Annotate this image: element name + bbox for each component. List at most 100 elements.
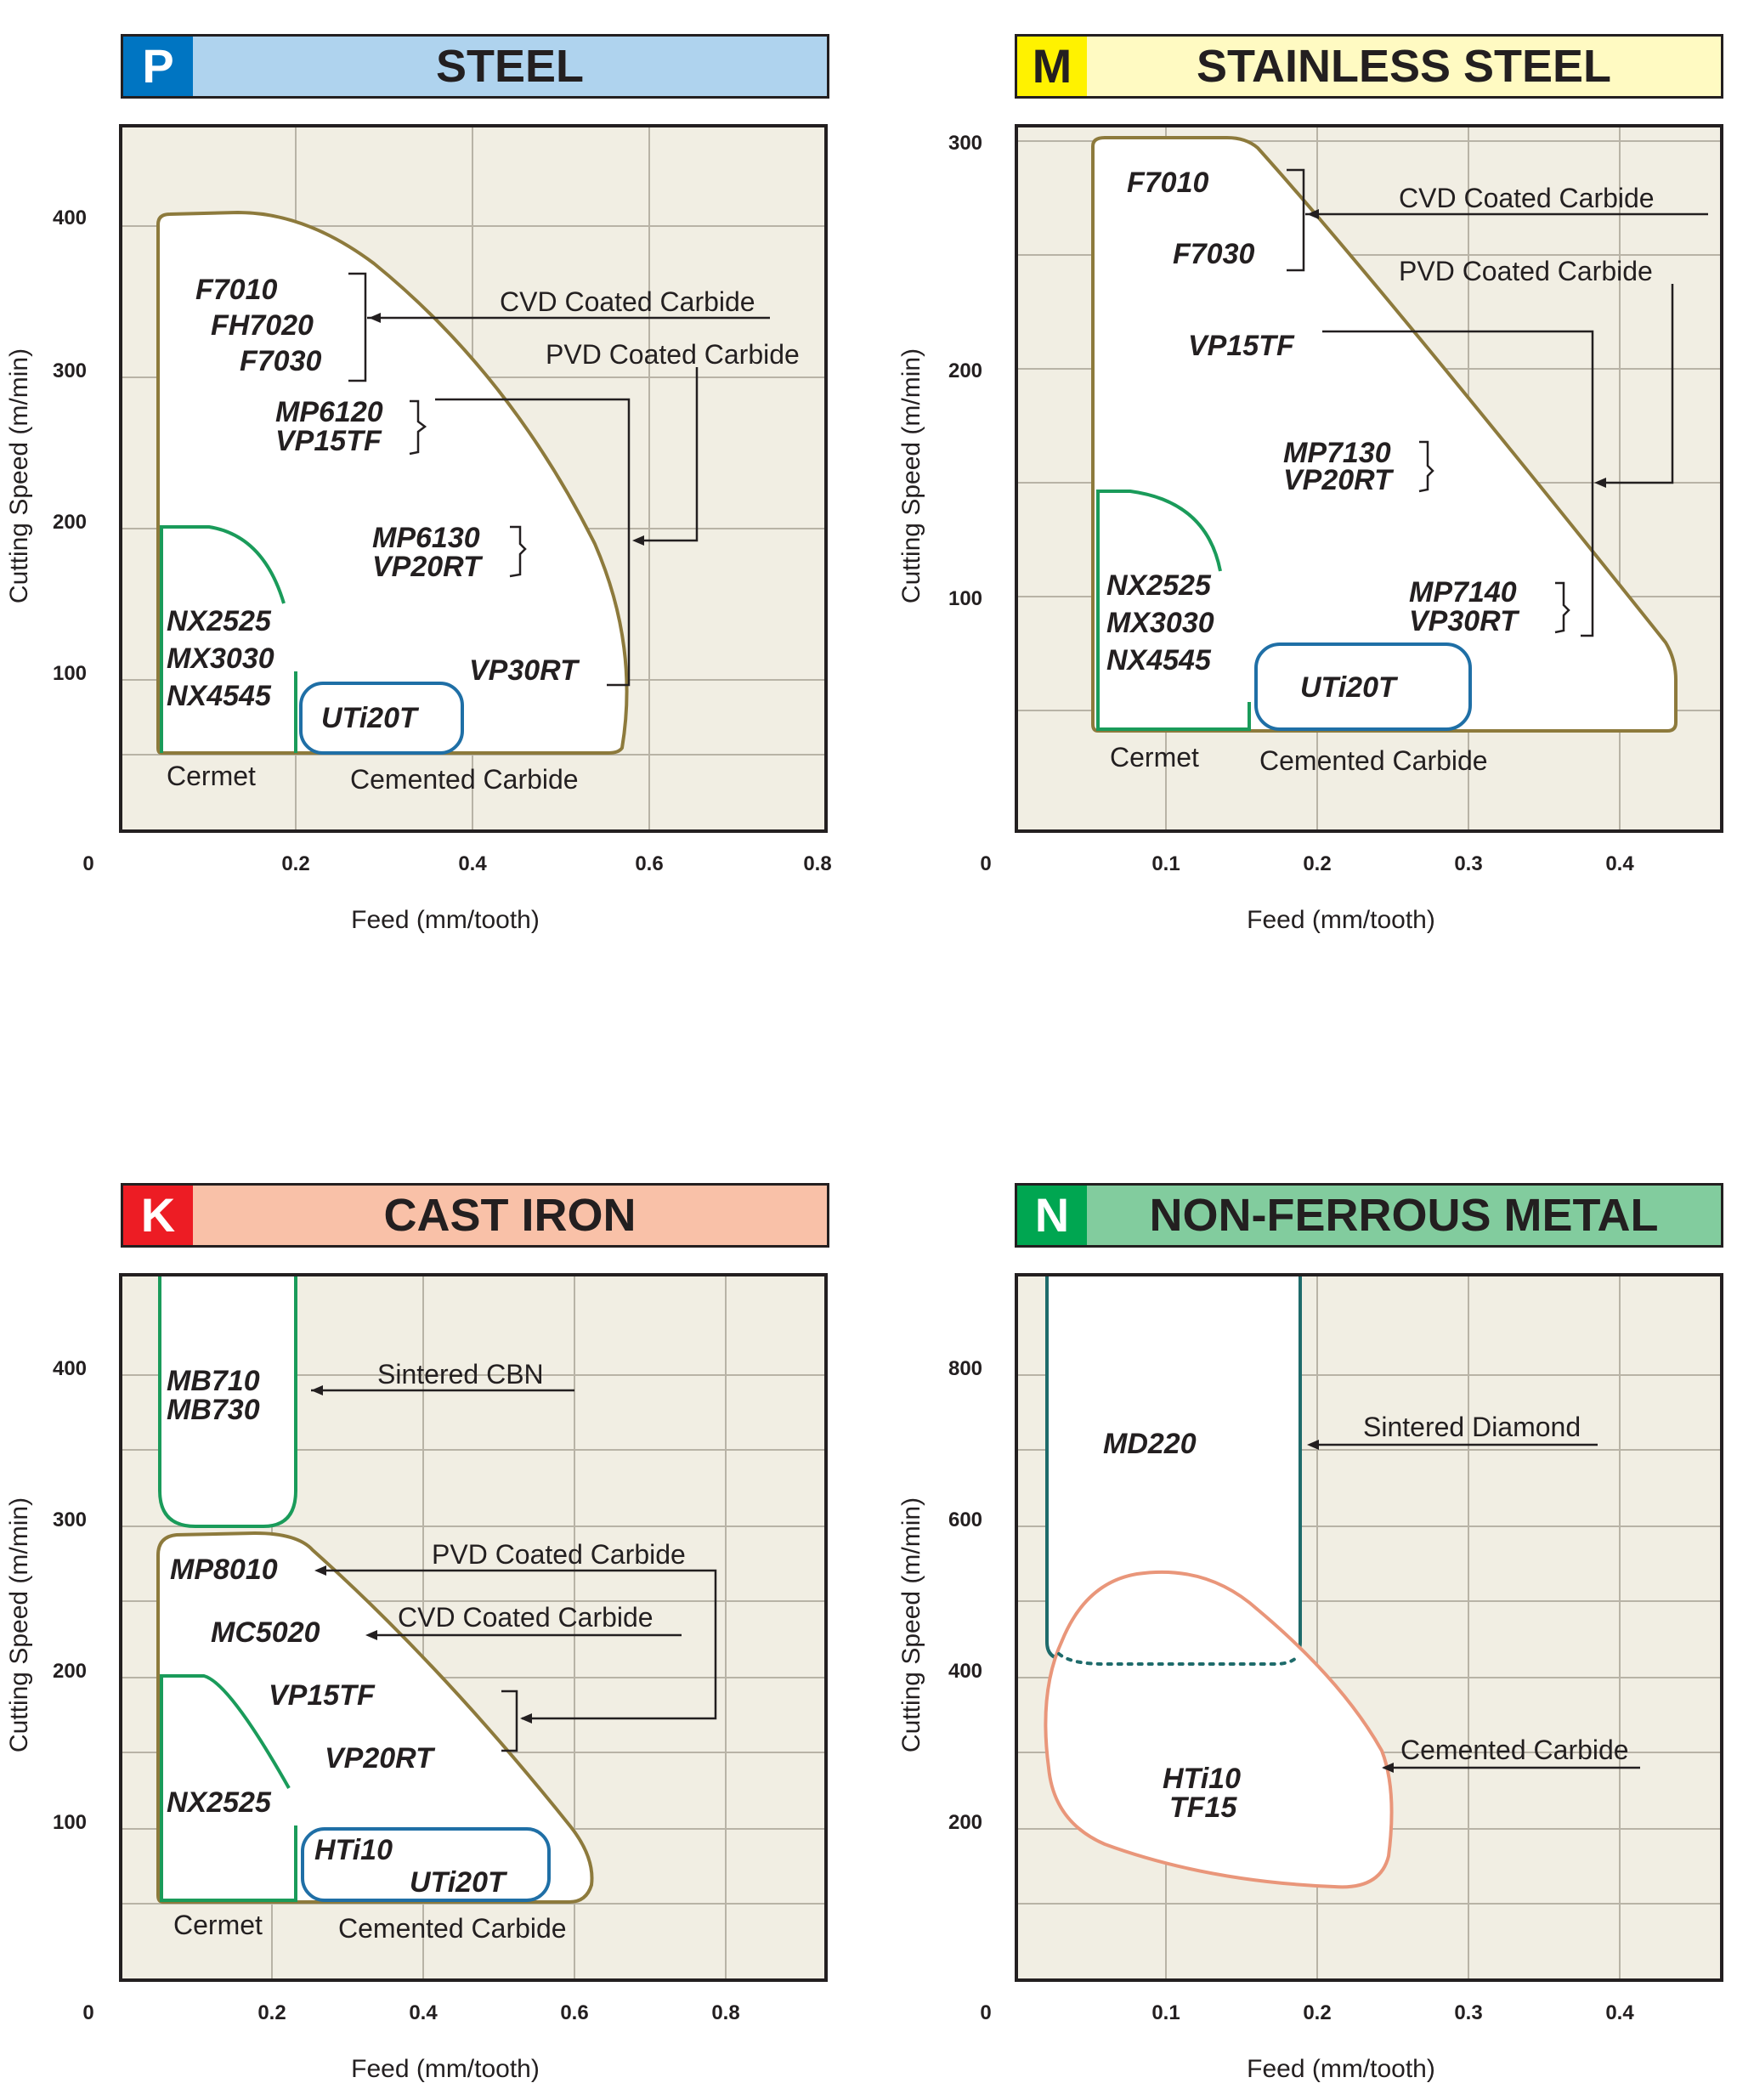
nonferrous-carbide-region xyxy=(1044,1570,1394,1889)
stainless-label-cvd: CVD Coated Carbide xyxy=(1399,183,1655,213)
castiron-x-tick-0.8: 0.8 xyxy=(711,2001,739,2024)
castiron-pvd-arrow xyxy=(314,1565,326,1576)
steel-label-pvd: PVD Coated Carbide xyxy=(546,339,800,370)
castiron-grade-nx2525: NX2525 xyxy=(167,1786,272,1819)
castiron-grade-mp8010: MP8010 xyxy=(170,1554,278,1586)
nonferrous-diamond-arrow xyxy=(1307,1440,1319,1450)
steel-grade-fh7020: FH7020 xyxy=(211,309,314,342)
stainless-x-tick-0: 0 xyxy=(980,852,991,875)
steel-coated-region xyxy=(156,210,629,755)
castiron-y-tick-200: 200 xyxy=(53,1660,87,1683)
stainless-cvd-arrow xyxy=(1307,209,1319,219)
castiron-carbide-region xyxy=(301,1827,551,1902)
stainless-grade-mp7130: MP7130 xyxy=(1283,437,1391,469)
stainless-pvd-arrow xyxy=(1594,478,1606,488)
steel-grade-vp30rt: VP30RT xyxy=(469,654,580,687)
steel-carbide-region xyxy=(299,682,464,755)
stainless-x-label: Feed (mm/tooth) xyxy=(1247,906,1435,934)
nonferrous-x-tick-0.3: 0.3 xyxy=(1454,2001,1482,2024)
stainless-grade-vp30rt: VP30RT xyxy=(1409,605,1520,637)
castiron-label-cermet: Cermet xyxy=(173,1910,263,1940)
castiron-grade-uti20t: UTi20T xyxy=(410,1866,508,1899)
nonferrous-header: N NON-FERROUS METAL xyxy=(1015,1183,1723,1248)
castiron-cermet-floor xyxy=(161,1825,297,1902)
castiron-title: CAST IRON xyxy=(383,1190,637,1241)
nonferrous-label-diamond: Sintered Diamond xyxy=(1363,1412,1581,1442)
stainless-grade-uti20t: UTi20T xyxy=(1300,671,1399,704)
castiron-y-tick-300: 300 xyxy=(53,1508,87,1531)
castiron-leaders xyxy=(311,1389,717,1752)
steel-grade-f7010: F7010 xyxy=(195,274,277,306)
stainless-grade-mx3030: MX3030 xyxy=(1106,607,1214,639)
stainless-grade-vp20rt: VP20RT xyxy=(1283,464,1395,496)
castiron-cermet-region xyxy=(160,1674,291,1902)
stainless-header: M STAINLESS STEEL xyxy=(1015,34,1723,99)
stainless-x-tick-0.4: 0.4 xyxy=(1605,852,1634,875)
nonferrous-x-tick-0.1: 0.1 xyxy=(1151,2001,1180,2024)
stainless-y-tick-200: 200 xyxy=(948,359,982,382)
nonferrous-diamond-dashed-overlap xyxy=(1057,1652,1299,1666)
stainless-leaders xyxy=(1287,168,1708,637)
stainless-y-label: Cutting Speed (m/min) xyxy=(897,348,925,603)
stainless-title: STAINLESS STEEL xyxy=(1196,41,1612,92)
nonferrous-label-carbide: Cemented Carbide xyxy=(1400,1735,1629,1765)
castiron-x-label: Feed (mm/tooth) xyxy=(351,2055,540,2083)
steel-y-tick-200: 200 xyxy=(53,511,87,534)
steel-leaders xyxy=(348,272,770,687)
steel-y-label: Cutting Speed (m/min) xyxy=(5,348,33,603)
steel-letter-badge: P xyxy=(123,37,193,96)
steel-y-tick-400: 400 xyxy=(53,207,87,229)
steel-grade-mx3030: MX3030 xyxy=(167,642,274,675)
castiron-label-cbn: Sintered CBN xyxy=(377,1359,544,1390)
castiron-y-tick-400: 400 xyxy=(53,1357,87,1380)
stainless-grade-f7030: F7030 xyxy=(1173,238,1254,270)
steel-grade-uti20t: UTi20T xyxy=(321,702,420,734)
stainless-x-tick-0.1: 0.1 xyxy=(1151,852,1180,875)
steel-x-tick-0.8: 0.8 xyxy=(803,852,831,875)
nonferrous-letter-badge: N xyxy=(1017,1186,1087,1245)
nonferrous-carbide-arrow xyxy=(1382,1763,1394,1773)
castiron-grade-mc5020: MC5020 xyxy=(211,1616,320,1649)
castiron-cvd-arrow xyxy=(365,1630,377,1640)
steel-x-tick-0: 0 xyxy=(82,852,93,875)
castiron-y-label: Cutting Speed (m/min) xyxy=(5,1497,33,1752)
stainless-letter-badge: M xyxy=(1017,37,1087,96)
stainless-label-cermet: Cermet xyxy=(1110,742,1199,773)
nonferrous-leaders xyxy=(1310,1443,1640,1769)
stainless-grade-f7010: F7010 xyxy=(1127,167,1208,199)
stainless-grade-nx2525: NX2525 xyxy=(1106,569,1212,602)
steel-label-carbide: Cemented Carbide xyxy=(350,764,579,795)
castiron-cbn-arrow xyxy=(311,1385,323,1395)
steel-label-cvd: CVD Coated Carbide xyxy=(500,286,755,317)
nonferrous-grade-md220: MD220 xyxy=(1103,1428,1197,1460)
nonferrous-y-label: Cutting Speed (m/min) xyxy=(897,1497,925,1752)
stainless-label-pvd: PVD Coated Carbide xyxy=(1399,256,1653,286)
steel-grade-f7030: F7030 xyxy=(240,345,321,377)
stainless-coated-region xyxy=(1091,136,1678,733)
stainless-x-tick-0.3: 0.3 xyxy=(1454,852,1482,875)
nonferrous-x-label: Feed (mm/tooth) xyxy=(1247,2055,1435,2083)
steel-x-label: Feed (mm/tooth) xyxy=(351,906,540,934)
castiron-grade-vp20rt: VP20RT xyxy=(325,1742,436,1775)
stainless-grade-vp15tf: VP15TF xyxy=(1188,330,1295,362)
nonferrous-x-tick-0: 0 xyxy=(980,2001,991,2024)
steel-label-cermet: Cermet xyxy=(167,761,256,791)
steel-x-tick-0.2: 0.2 xyxy=(281,852,309,875)
castiron-grade-hti10: HTi10 xyxy=(314,1834,393,1866)
stainless-label-carbide: Cemented Carbide xyxy=(1259,745,1488,776)
nonferrous-x-tick-0.2: 0.2 xyxy=(1303,2001,1331,2024)
steel-y-tick-300: 300 xyxy=(53,359,87,382)
stainless-carbide-region xyxy=(1254,642,1472,731)
nonferrous-y-tick-200: 200 xyxy=(948,1811,982,1834)
castiron-grade-mb710: MB710 xyxy=(167,1365,260,1397)
steel-grade-mp6130: MP6130 xyxy=(372,522,480,554)
stainless-x-tick-0.2: 0.2 xyxy=(1303,852,1331,875)
castiron-pvd-arrow-2 xyxy=(520,1713,532,1724)
nonferrous-y-tick-400: 400 xyxy=(948,1660,982,1683)
steel-grade-mp6120: MP6120 xyxy=(275,396,383,428)
stainless-y-tick-100: 100 xyxy=(948,587,982,610)
steel-grade-nx2525: NX2525 xyxy=(167,605,272,637)
steel-y-tick-100: 100 xyxy=(53,662,87,685)
steel-title: STEEL xyxy=(435,41,585,92)
